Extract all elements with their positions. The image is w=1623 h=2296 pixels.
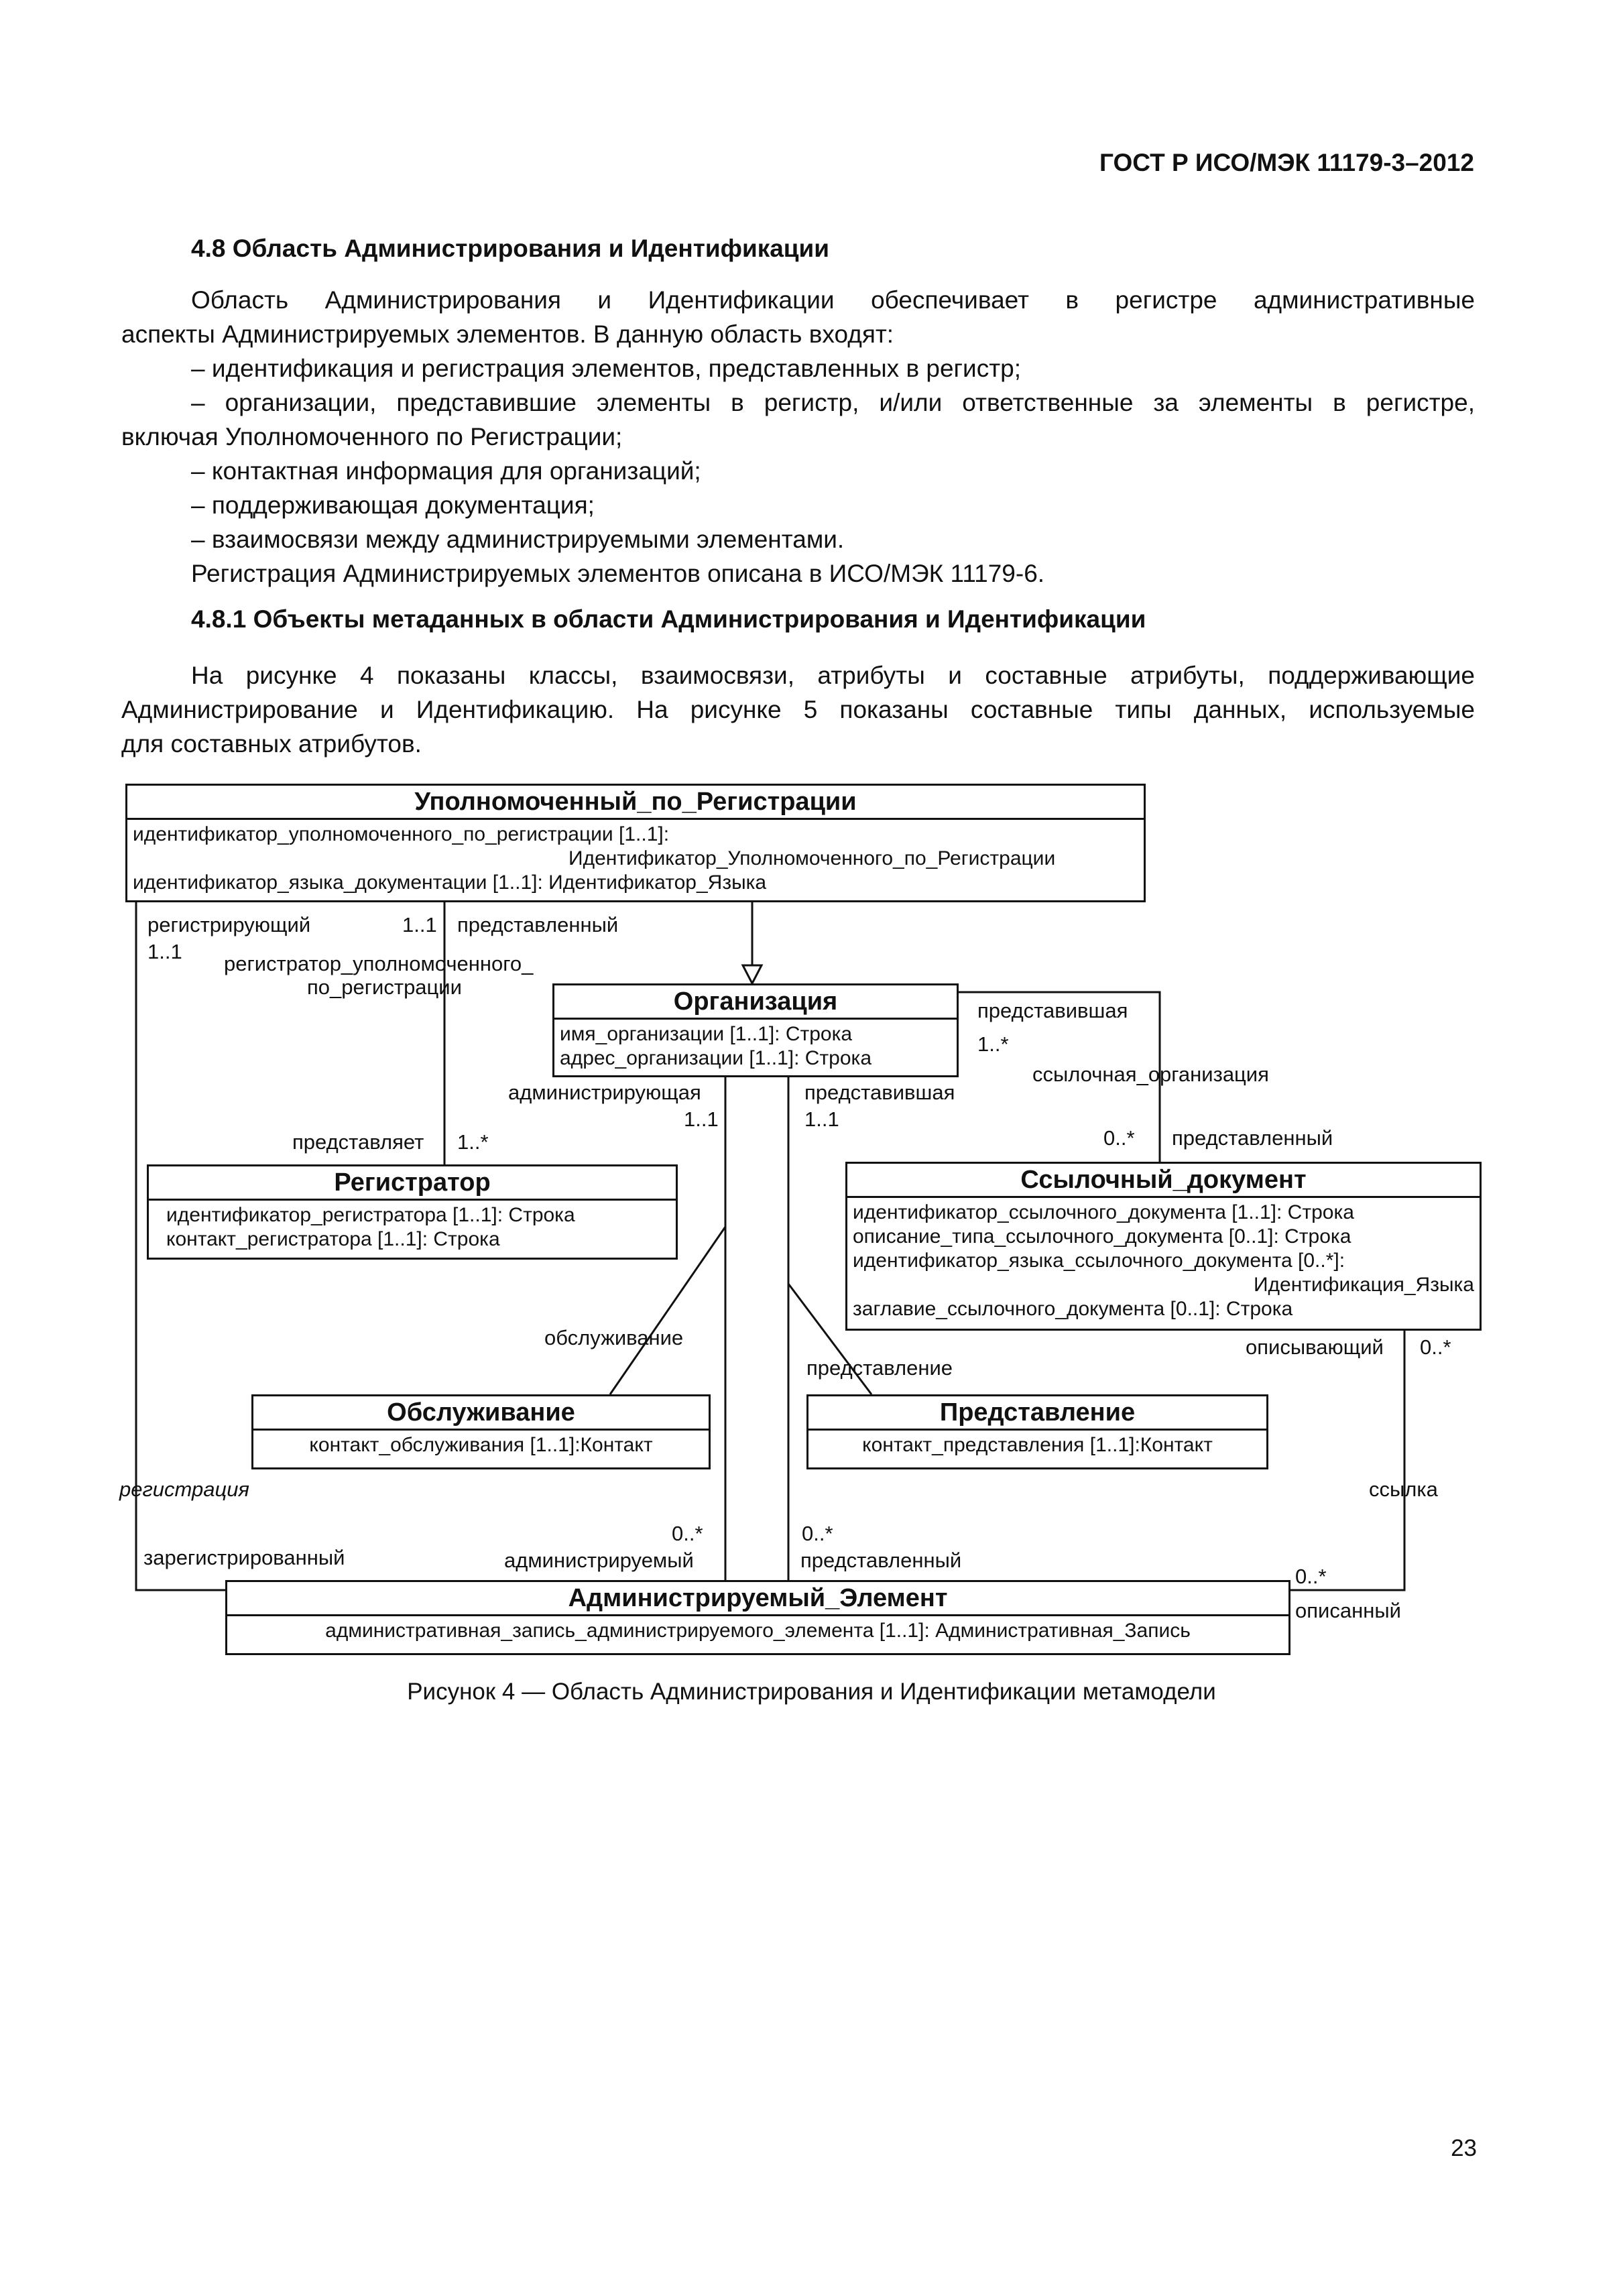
submission-association [787, 1283, 873, 1395]
bullet-2-line-2: включая Уполномоченного по Регистрации; [121, 423, 623, 450]
attr-refdoc-lang-type: Идентификация_Языка [1253, 1274, 1474, 1296]
stewardship-association [609, 1226, 727, 1395]
bullet-5: – взаимосвязи между администрируемыми эл… [191, 526, 845, 553]
attr-refdoc-id: идентификатор_ссылочного_документа [1..1… [853, 1201, 1354, 1223]
label-reference: ссылка [1369, 1477, 1438, 1501]
role-registering: регистрирующий [147, 913, 311, 936]
subsection-para-line-3: для составных атрибутов. [121, 730, 422, 758]
class-attributes: контакт_обслуживания [1..1]:Контакт [253, 1431, 709, 1460]
page-number: 23 [1451, 2135, 1477, 2161]
attr-submission-contact: контакт_представления [1..1]:Контакт [862, 1434, 1213, 1456]
mult-administered: 0..* [672, 1522, 703, 1545]
class-title: Администрируемый_Элемент [227, 1582, 1288, 1616]
label-submission: представление [806, 1356, 953, 1380]
mult-ra-registrar: 1..1 [402, 913, 437, 936]
attr-ra-id: идентификатор_уполномоченного_по_регистр… [133, 823, 670, 845]
mult-administering: 1..1 [684, 1107, 719, 1131]
class-title: Организация [554, 985, 957, 1020]
class-stewardship: Обслуживание контакт_обслуживания [1..1]… [251, 1394, 711, 1469]
mult-submitting: 1..1 [804, 1107, 839, 1131]
role-administering: администрирующая [508, 1081, 701, 1104]
bullet-3: – контактная информация для организаций; [191, 457, 701, 485]
class-title: Ссылочный_документ [847, 1164, 1480, 1198]
role-registered: зарегистрированный [143, 1546, 345, 1569]
mult-represents: 1..* [457, 1130, 489, 1154]
registration-association [135, 902, 227, 1591]
subsection-title: 4.8.1 Объекты метаданных в области Админ… [191, 605, 1146, 633]
attr-org-name: имя_организации [1..1]: Строка [560, 1023, 853, 1045]
org-refdoc-association [959, 991, 1161, 1164]
attr-refdoc-lang: идентификатор_языка_ссылочного_документа… [853, 1250, 1345, 1272]
label-stewardship: обслуживание [544, 1326, 684, 1349]
class-attributes: контакт_представления [1..1]:Контакт [808, 1431, 1266, 1460]
subsection-para-line-2: Администрирование и Идентификацию. На ри… [121, 696, 1475, 723]
mult-refdoc-org: 0..* [1103, 1126, 1135, 1150]
reference-association [1290, 1331, 1406, 1591]
figure-caption: Рисунок 4 — Область Администрирования и … [407, 1679, 1216, 1705]
attr-ra-id-type: Идентификатор_Уполномоченного_по_Регистр… [568, 847, 1056, 869]
attr-refdoc-title: заглавие_ссылочного_документа [0..1]: Ст… [853, 1298, 1293, 1320]
role-submitted-org: представившая [977, 999, 1128, 1022]
attr-org-address: адрес_организации [1..1]: Строка [560, 1047, 871, 1069]
intro-line-2: аспекты Администрируемых элементов. В да… [121, 320, 894, 348]
role-ref-org: ссылочная_организация [1032, 1063, 1269, 1086]
attr-refdoc-type: описание_типа_ссылочного_документа [0..1… [853, 1225, 1351, 1248]
class-registrar: Регистратор идентификатор_регистратора [… [147, 1164, 678, 1260]
mult-submitted-org: 1..* [977, 1032, 1009, 1056]
class-submission: Представление контакт_представления [1..… [806, 1394, 1268, 1469]
subsection-para-line-1: На рисунке 4 показаны классы, взаимосвяз… [191, 662, 1475, 689]
class-attributes: имя_организации [1..1]: Строка адрес_орг… [554, 1020, 957, 1073]
intro-line-1: Область Администрирования и Идентификаци… [191, 286, 1475, 314]
class-attributes: идентификатор_уполномоченного_по_регистр… [127, 820, 1144, 898]
mult-describing: 0..* [1420, 1335, 1451, 1359]
class-title: Представление [808, 1396, 1266, 1431]
mult-submitted: 0..* [802, 1522, 833, 1545]
role-ra-registrar-a: регистратор_уполномоченного_ [224, 952, 534, 975]
role-described: описанный [1295, 1599, 1401, 1622]
class-attributes: идентификатор_регистратора [1..1]: Строк… [149, 1201, 676, 1254]
class-organization: Организация имя_организации [1..1]: Стро… [552, 983, 959, 1077]
role-ra-registrar-b: по_регистрации [307, 975, 462, 999]
role-describing: описывающий [1246, 1335, 1384, 1359]
section-title: 4.8 Область Администрирования и Идентифи… [191, 235, 830, 262]
bullet-1: – идентификация и регистрация элементов,… [191, 355, 1022, 382]
role-represents: представляет [292, 1130, 424, 1154]
role-administered: администрируемый [504, 1549, 694, 1572]
role-submitted: представленный [800, 1549, 962, 1572]
standard-header: ГОСТ Р ИСО/МЭК 11179-3–2012 [1099, 149, 1474, 176]
class-title: Уполномоченный_по_Регистрации [127, 786, 1144, 820]
class-reference-document: Ссылочный_документ идентификатор_ссылочн… [845, 1162, 1482, 1331]
attr-stewardship-contact: контакт_обслуживания [1..1]:Контакт [309, 1434, 653, 1456]
role-submitting: представившая [804, 1081, 955, 1104]
attr-doc-lang: идентификатор_языка_документации [1..1]:… [133, 871, 767, 894]
class-title: Регистратор [149, 1166, 676, 1201]
role-represented-2: представленный [1172, 1126, 1333, 1150]
mult-described: 0..* [1295, 1565, 1327, 1588]
role-represented-1: представленный [457, 913, 619, 936]
attr-admin-record: административная_запись_администрируемог… [325, 1620, 1191, 1642]
label-registration: регистрация [119, 1477, 249, 1501]
bullet-2-line-1: – организации, представившие элементы в … [191, 389, 1475, 416]
bullet-4: – поддерживающая документация; [191, 491, 595, 519]
class-title: Обслуживание [253, 1396, 709, 1431]
class-attributes: идентификатор_ссылочного_документа [1..1… [847, 1198, 1480, 1324]
attr-registrar-id: идентификатор_регистратора [1..1]: Строк… [166, 1204, 575, 1226]
mult-registering: 1..1 [147, 940, 182, 963]
generalization-arrow-icon [741, 964, 764, 986]
class-attributes: административная_запись_администрируемог… [227, 1616, 1288, 1646]
class-administered-item: Администрируемый_Элемент административна… [225, 1580, 1290, 1655]
class-registration-authority: Уполномоченный_по_Регистрации идентифика… [125, 784, 1146, 902]
closing-line: Регистрация Администрируемых элементов о… [191, 560, 1045, 587]
attr-registrar-contact: контакт_регистратора [1..1]: Строка [166, 1228, 500, 1250]
